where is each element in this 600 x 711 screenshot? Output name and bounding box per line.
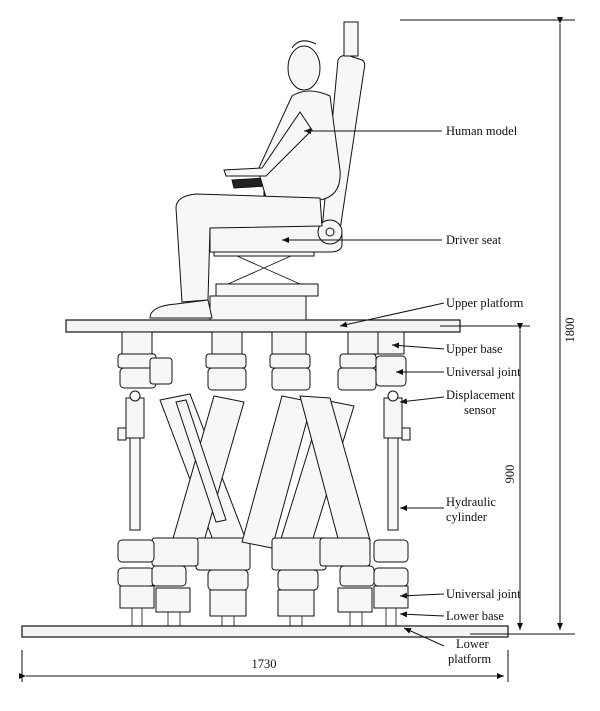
dimension-overall-height [400, 17, 575, 635]
label-lower-platform-line1: Lower [456, 637, 489, 651]
dimension-width [19, 650, 509, 682]
label-hydraulic-cylinder-line1: Hydraulic [446, 495, 496, 509]
label-upper-platform: Upper platform [446, 296, 524, 310]
leader-lines [282, 128, 445, 647]
dimension-label-base-height: 900 [503, 465, 517, 484]
label-driver-seat: Driver seat [446, 233, 502, 247]
upper-base-blocks [121, 331, 405, 355]
label-universal-joint-lower: Universal joint [446, 587, 521, 601]
upper-platform [65, 319, 461, 333]
lower-platform [21, 625, 509, 638]
hexapod-legs [117, 331, 411, 627]
left-cylinder-pair [151, 393, 251, 571]
dimension-label-width: 1730 [252, 657, 277, 671]
label-lower-platform-line2: platform [448, 652, 491, 666]
label-hydraulic-cylinder-line2: cylinder [446, 510, 488, 524]
label-universal-joint-upper: Universal joint [446, 365, 521, 379]
dimension-label-overall-height: 1800 [563, 318, 577, 343]
lower-universal-joints [117, 539, 409, 591]
right-cylinder-pair [241, 395, 371, 571]
label-displacement-sensor-line1: Displacement [446, 388, 515, 402]
label-human-model: Human model [446, 124, 518, 138]
dimension-base-height [440, 323, 530, 630]
lower-base-blocks [119, 585, 409, 627]
label-upper-base: Upper base [446, 342, 503, 356]
label-displacement-sensor-line2: sensor [464, 403, 497, 417]
label-lower-base: Lower base [446, 609, 504, 623]
human-model [149, 40, 341, 319]
vertical-cylinders [117, 390, 411, 531]
upper-universal-joints [117, 353, 407, 391]
